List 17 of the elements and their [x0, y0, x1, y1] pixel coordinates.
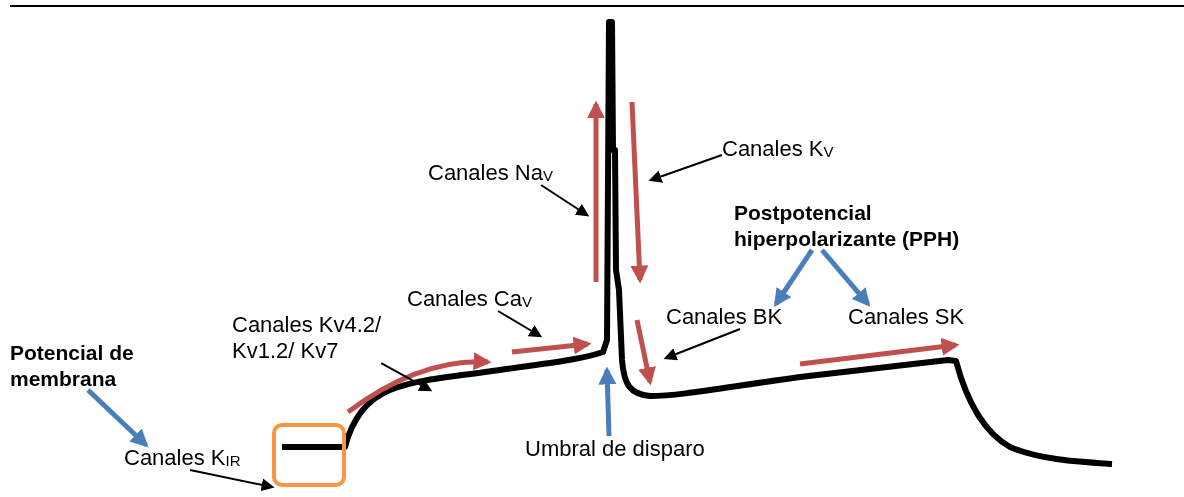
- highlight-box: [272, 423, 346, 487]
- annotation-label: Canales SK: [848, 304, 998, 330]
- leader-line: [380, 362, 433, 392]
- leader-line: [189, 469, 275, 492]
- annotation-label: Canales Kv4.2/ Kv1.2/ Kv7: [232, 312, 422, 364]
- heading-label: Postpotencial hiperpolarizante (PPH): [734, 200, 1034, 252]
- arrow: [598, 366, 617, 437]
- leader-line: [648, 154, 723, 183]
- heading-label: Potencial de membrana: [10, 340, 180, 392]
- annotation-label: Canales BK: [666, 304, 816, 330]
- arrow: [820, 248, 871, 307]
- annotation-label: Umbral de disparo: [525, 436, 755, 462]
- arrow: [86, 388, 149, 448]
- arrow: [773, 248, 815, 307]
- leader-line: [497, 310, 543, 338]
- leader-line: [663, 328, 741, 361]
- leader-line: [540, 184, 590, 217]
